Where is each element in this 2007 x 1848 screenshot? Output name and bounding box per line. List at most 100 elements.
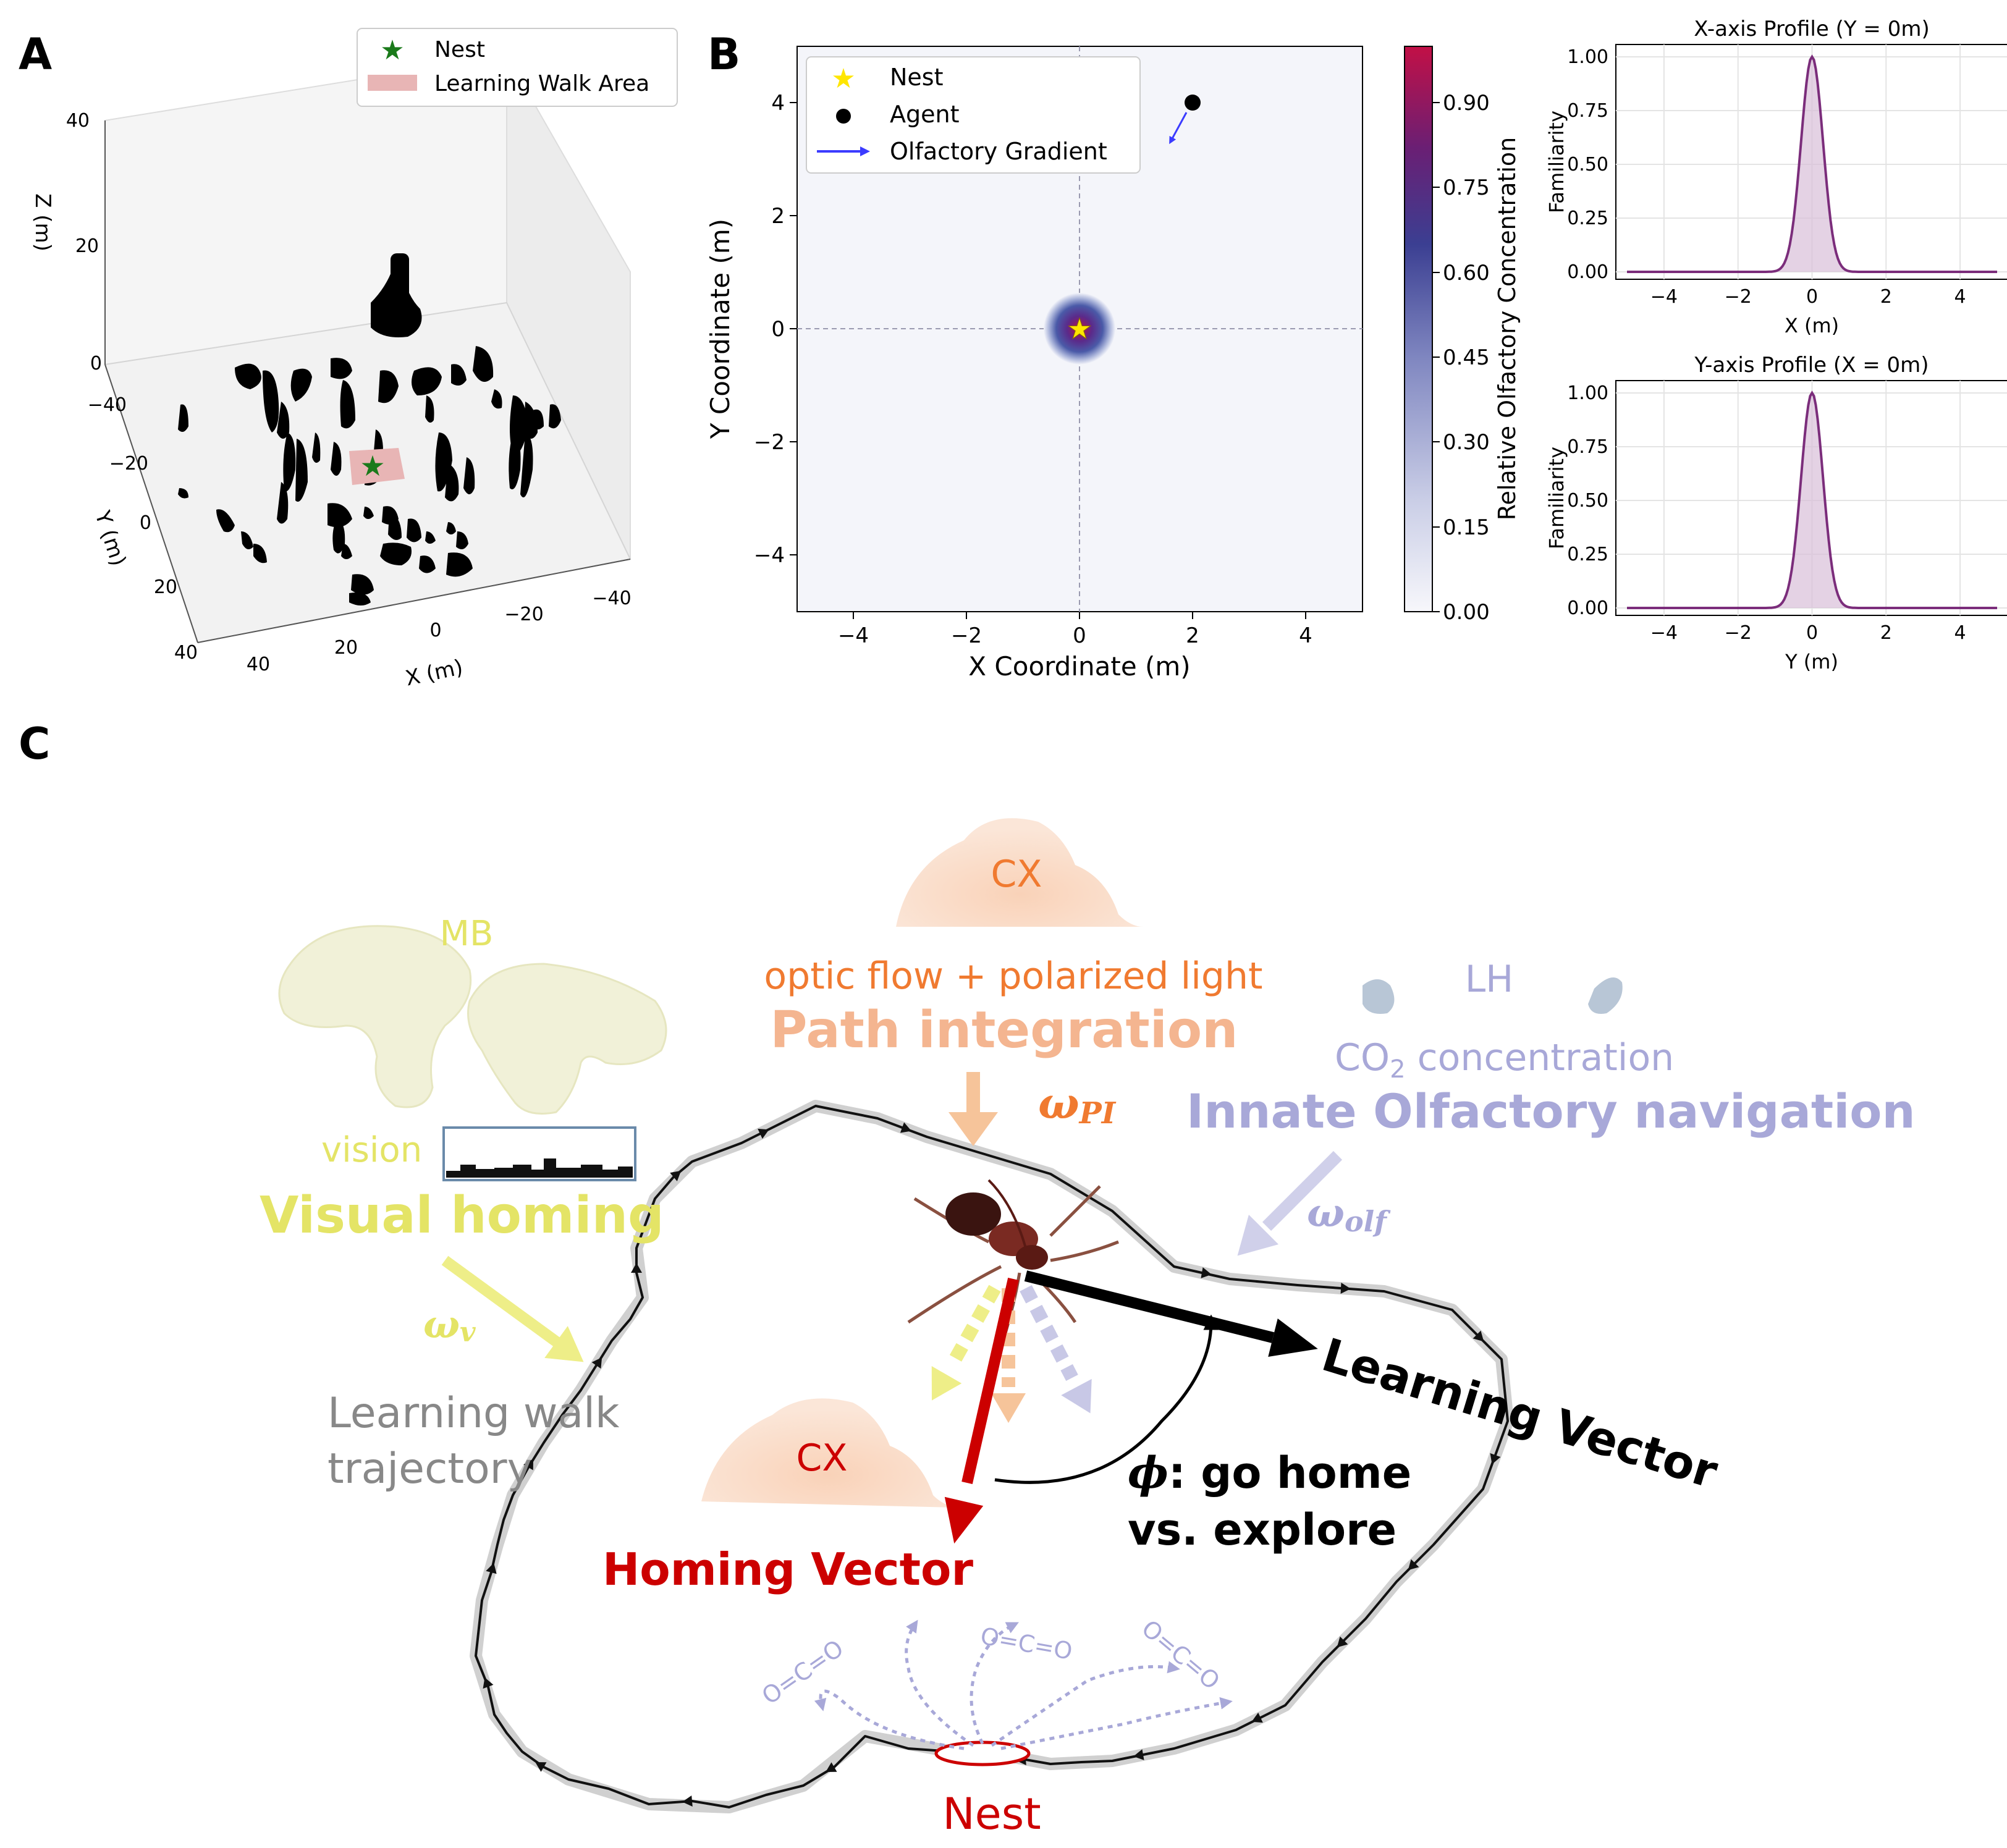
olfactory-arrow [1262, 1150, 1343, 1231]
vision-label: vision [321, 1130, 422, 1170]
trajectory-arrowhead [631, 1263, 642, 1273]
x-profile-ylabel: Familiarity [1545, 111, 1568, 213]
vegetation-cluster [425, 395, 434, 423]
vegetation-cluster [491, 389, 502, 409]
heatmap-y-label: Y Coordinate (m) [705, 219, 735, 439]
vegetation-cluster [290, 368, 312, 402]
heatmap-x-ticks: −4 −2 0 2 4 [838, 612, 1312, 648]
agent-marker [1185, 95, 1201, 111]
vegetation-cluster [446, 522, 456, 534]
z-axis-label: Z (m) [30, 193, 55, 251]
y-tick-label: −4 [754, 543, 785, 568]
co2-plume [991, 1661, 1180, 1747]
y-tick-label: 0.50 [1567, 490, 1608, 512]
y-tick-label: 0.25 [1567, 208, 1608, 229]
lh-blob-right [1588, 977, 1623, 1014]
visual-component-vector [945, 1285, 1001, 1369]
vegetation-cluster [378, 370, 399, 403]
vegetation-cluster [391, 253, 409, 303]
y-axis-line [104, 364, 198, 643]
co2-rest: concentration [1406, 1036, 1675, 1079]
y-ticks: −40 −20 0 20 40 [88, 394, 198, 664]
olf-component-vector [1020, 1285, 1078, 1382]
x-tick: 20 [334, 637, 358, 659]
innate-olfactory-label: Innate Olfactory navigation [1186, 1084, 1916, 1139]
vegetation-cluster [295, 439, 308, 502]
cx-brain-top [896, 818, 1143, 927]
colorbar-tick: 0.45 [1443, 345, 1490, 370]
z-tick: 40 [66, 110, 90, 132]
x-tick-label: −4 [1650, 286, 1678, 308]
legend-agent-icon [836, 109, 851, 124]
omega-pi-sub: PI [1078, 1096, 1117, 1131]
y-tick-label: 0.25 [1567, 544, 1608, 565]
ant-head [1016, 1245, 1048, 1270]
vegetation-cluster [445, 463, 459, 502]
vegetation-cluster [331, 358, 352, 379]
y-tick-label: 0.00 [1567, 261, 1608, 283]
learning-walk-label: Learning walk [327, 1389, 620, 1438]
phi-text-line-1: : go home [1168, 1448, 1411, 1498]
colorbar-ticks: 0.90 0.75 0.60 0.45 0.30 0.15 0.00 [1432, 91, 1490, 625]
vegetation-cluster [425, 531, 436, 544]
trajectory-arrowhead [758, 1128, 769, 1139]
visual-component-arrowhead [931, 1366, 962, 1401]
mb-label: MB [440, 914, 494, 954]
trajectory-arrowhead [1133, 1749, 1144, 1760]
vegetation-cluster [283, 432, 296, 492]
omega-v-sub: v [460, 1317, 476, 1348]
olf-component-arrowhead [1061, 1378, 1092, 1414]
mb-brain [278, 925, 667, 1115]
trajectory-arrowhead [535, 1762, 547, 1772]
nest-star-marker: ★ [1067, 312, 1092, 345]
x-profile-xlabel: X (m) [1785, 314, 1839, 337]
nest-star-marker: ★ [360, 449, 385, 483]
gradient-arrow [1169, 112, 1188, 145]
vegetation-cluster [349, 593, 371, 605]
trajectory-arrowhead [486, 1563, 497, 1574]
y-profile-line [1627, 390, 1997, 609]
cx-brain-bottom [701, 1398, 955, 1508]
panel-a-legend: ★ Nest Learning Walk Area [357, 28, 678, 107]
vegetation-cluster [253, 544, 267, 563]
y-tick: 20 [154, 576, 177, 598]
x-tick-label: −2 [1725, 286, 1752, 308]
vegetation-cluster [456, 531, 468, 549]
nest-odor-source [1044, 293, 1115, 365]
co2-molecule: O=C=O [757, 1634, 848, 1710]
y-tick-label: 4 [771, 91, 785, 116]
colorbar [1404, 46, 1433, 612]
co2-text: CO [1335, 1036, 1390, 1079]
vegetation-cluster [341, 544, 352, 559]
visual-homing-arrow [441, 1255, 563, 1349]
vegetation-cluster [380, 542, 412, 565]
x-profile-line [1627, 54, 1997, 273]
vegetation-cluster [235, 363, 261, 389]
legend-walk-swatch [368, 75, 417, 91]
vegetation-cluster [473, 346, 494, 382]
trajectory-arrowheads [483, 1122, 1501, 1807]
vegetation-cluster [241, 531, 253, 549]
x-tick: 0 [429, 620, 441, 641]
x-tick-label: 0 [1073, 623, 1086, 648]
visual-homing-arrowhead [544, 1326, 584, 1362]
vegetation-cluster [178, 488, 188, 499]
phi-symbol: ϕ [1128, 1447, 1168, 1498]
nest-label: Nest [942, 1789, 1041, 1839]
co2-molecule: O=C=O [1136, 1614, 1225, 1695]
homing-vector-label: Homing Vector [602, 1543, 973, 1595]
legend-nest-label: Nest [890, 64, 944, 91]
omega-olf: ωolf [1307, 1190, 1391, 1238]
learning-vector-arrowhead [1268, 1318, 1318, 1357]
y-tick-label: 0 [771, 317, 785, 342]
colorbar-tick: 0.60 [1443, 261, 1490, 285]
y-tick-label: 0.00 [1567, 597, 1608, 619]
cx-bottom-label: CX [796, 1437, 848, 1480]
vegetation-cluster [407, 518, 421, 542]
vegetation-cluster [463, 457, 475, 494]
vegetation-cluster [509, 432, 521, 489]
co2-plume [814, 1689, 965, 1750]
heatmap-y-ticks: 4 2 0 −2 −4 [754, 91, 797, 568]
